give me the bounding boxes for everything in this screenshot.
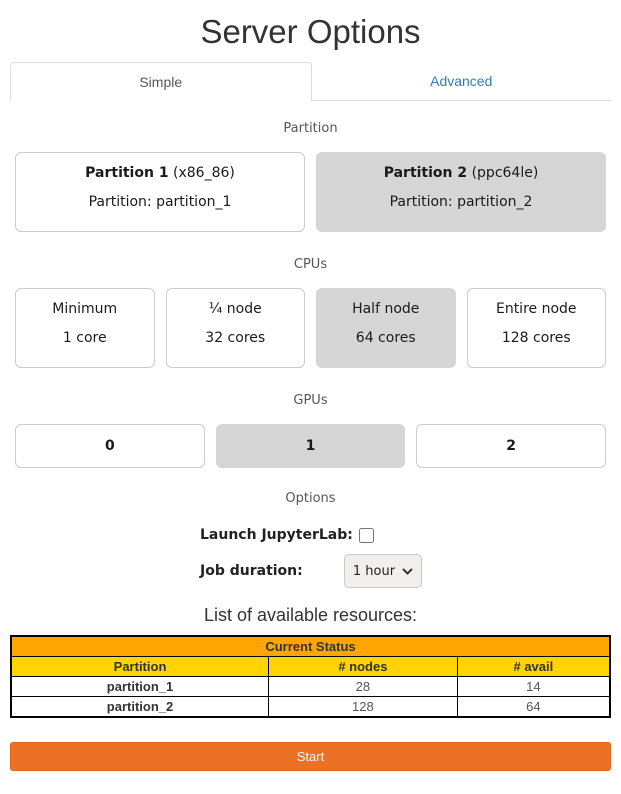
gpu-option-0[interactable]: 0 (15, 424, 205, 468)
table-header-row: Partition # nodes # avail (10, 656, 611, 677)
gpu-option-2[interactable]: 2 (416, 424, 607, 468)
partition-2-detail: Partition: partition_2 (389, 194, 533, 210)
cpus-section-label: CPUs (293, 257, 328, 272)
gpu-options: 0 1 2 (15, 424, 607, 468)
gpu-option-1[interactable]: 1 (215, 424, 406, 468)
col-header-avail: # avail (456, 656, 611, 677)
partition-1-arch: (x86_86) (173, 165, 235, 181)
cpu-entire-detail: 128 cores (501, 330, 571, 346)
tab-bar: Simple Advanced (10, 62, 611, 101)
partition-option-2[interactable]: Partition 2 (ppc64le) Partition: partiti… (316, 152, 606, 232)
start-button[interactable]: Start (10, 742, 611, 771)
cpu-minimum-name: Minimum (52, 301, 118, 317)
chevron-down-icon (402, 567, 413, 575)
table-title-row: Current Status (10, 635, 611, 657)
tab-simple[interactable]: Simple (10, 62, 312, 101)
table-title: Current Status (10, 635, 611, 657)
cpu-options: Minimum 1 core ¼ node 32 cores Half node… (15, 288, 606, 368)
job-duration-row: Job duration: 1 hour (200, 554, 621, 588)
tab-advanced[interactable]: Advanced (311, 62, 611, 101)
cpu-half-detail: 64 cores (355, 330, 416, 346)
cpu-minimum-detail: 1 core (62, 330, 107, 346)
cell-partition-name: partition_2 (10, 696, 270, 718)
gpus-section-label: GPUs (293, 393, 328, 408)
partition-2-arch: (ppc64le) (471, 165, 539, 181)
launch-jupyterlab-row: Launch JupyterLab: (200, 525, 621, 545)
job-duration-select[interactable]: 1 hour (344, 554, 422, 588)
cell-partition-name: partition_1 (10, 676, 270, 697)
cpu-option-quarter-node[interactable]: ¼ node 32 cores (165, 288, 305, 368)
page-title: Server Options (200, 13, 421, 50)
col-header-partition: Partition (10, 656, 270, 677)
cpu-option-minimum[interactable]: Minimum 1 core (15, 288, 155, 368)
cpu-option-half-node[interactable]: Half node 64 cores (316, 288, 456, 368)
table-row: partition_2 128 64 (10, 696, 611, 718)
cpu-quarter-name: ¼ node (208, 301, 262, 317)
cpu-half-name: Half node (352, 301, 420, 317)
job-duration-value: 1 hour (352, 563, 396, 579)
table-row: partition_1 28 14 (10, 676, 611, 697)
cpu-entire-name: Entire node (495, 301, 577, 317)
cell-avail: 14 (456, 676, 611, 697)
launch-jupyterlab-checkbox[interactable] (358, 527, 374, 543)
cell-nodes: 28 (268, 676, 458, 697)
cpu-quarter-detail: 32 cores (205, 330, 266, 346)
launch-jupyterlab-label: Launch JupyterLab: (200, 527, 353, 543)
partition-1-name: Partition 1 (85, 165, 169, 181)
partition-options: Partition 1 (x86_86) Partition: partitio… (15, 152, 606, 232)
partition-1-detail: Partition: partition_1 (88, 194, 232, 210)
cell-nodes: 128 (268, 696, 458, 718)
partition-option-1[interactable]: Partition 1 (x86_86) Partition: partitio… (15, 152, 305, 232)
partition-section-label: Partition (283, 121, 338, 136)
cpu-option-entire-node[interactable]: Entire node 128 cores (466, 288, 606, 368)
job-duration-label: Job duration: (200, 563, 303, 579)
col-header-nodes: # nodes (268, 656, 458, 677)
resources-table: Current Status Partition # nodes # avail… (10, 635, 611, 718)
options-section-label: Options (285, 491, 336, 506)
cell-avail: 64 (456, 696, 611, 718)
partition-2-name: Partition 2 (383, 165, 468, 181)
resources-heading: List of available resources: (203, 605, 418, 625)
